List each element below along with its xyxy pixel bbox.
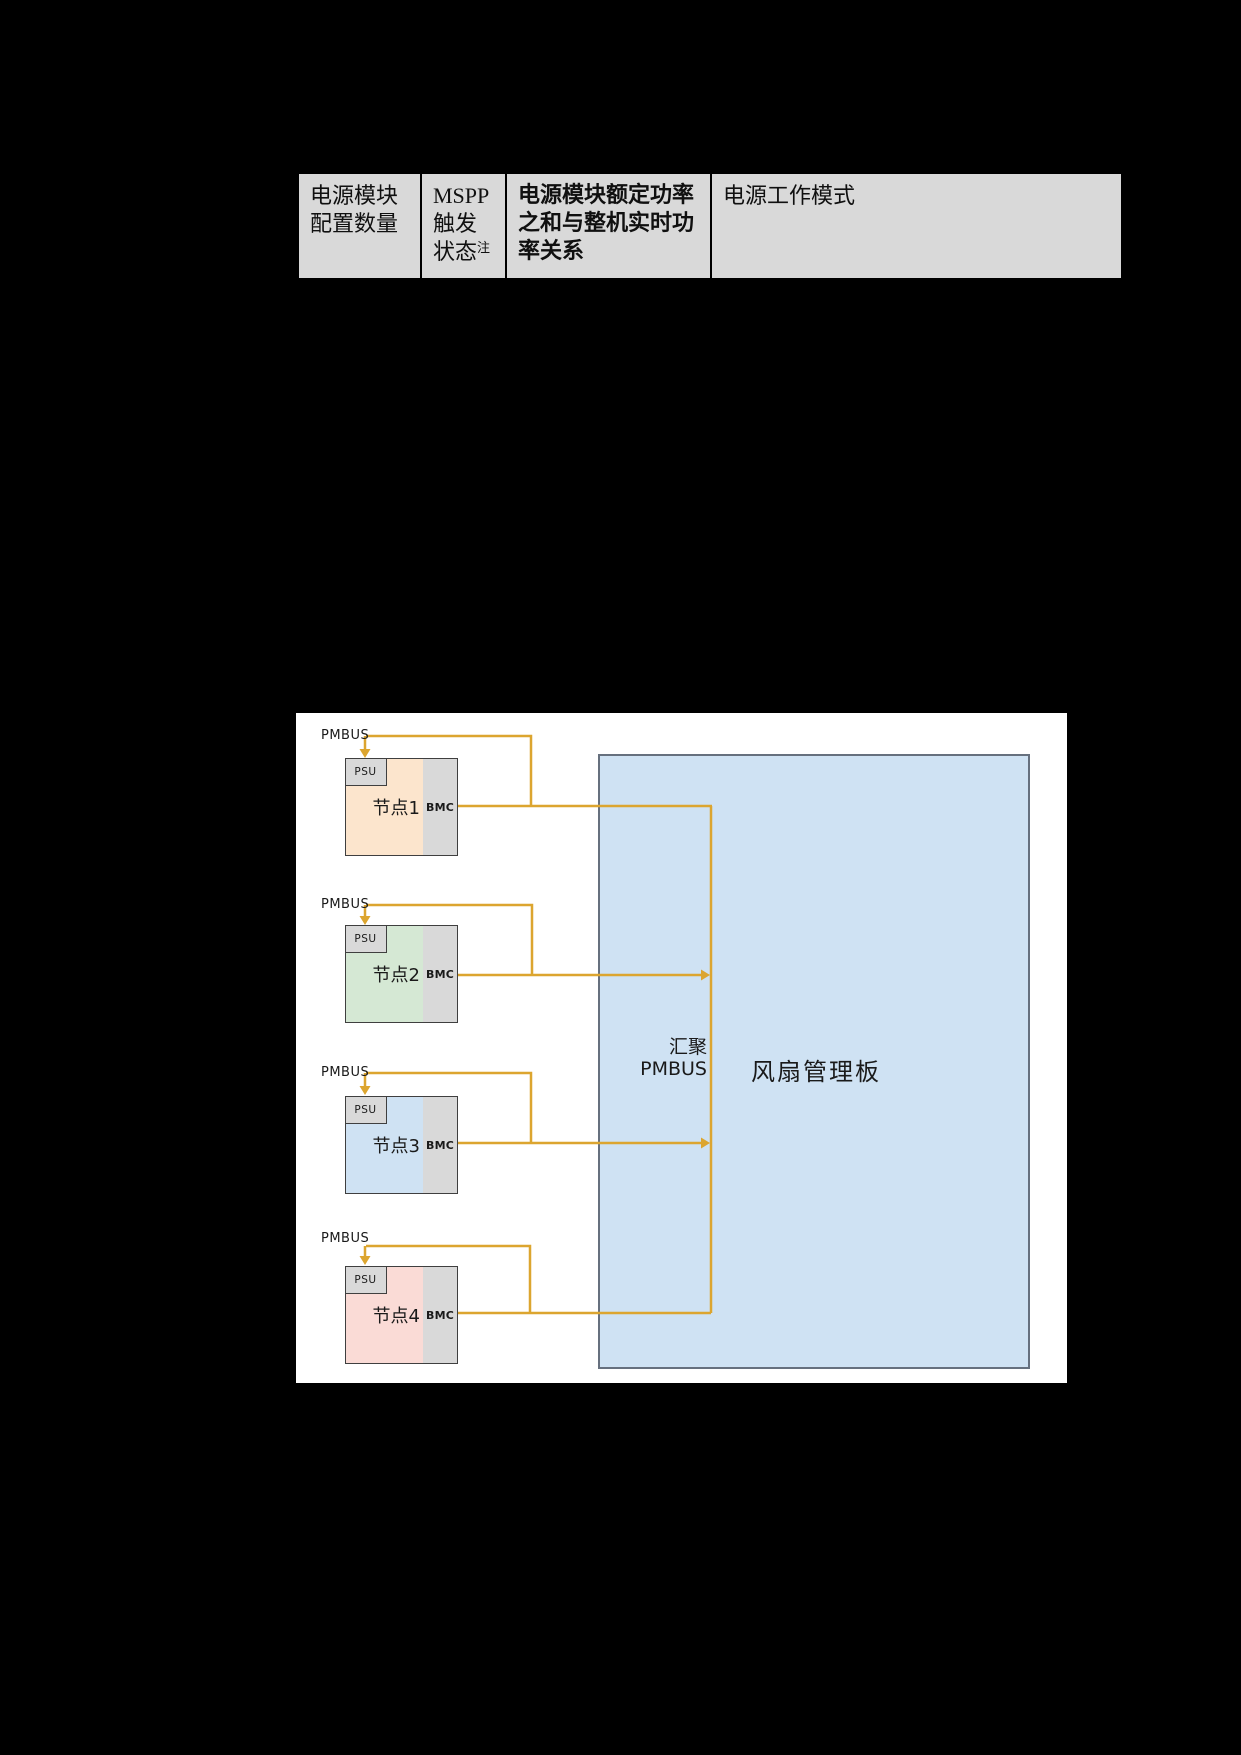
node-2-psu-box: PSU [344, 924, 387, 953]
fan-board-label: 风扇管理板 [751, 1058, 881, 1086]
node-3-bmc-strip: BMC [423, 1097, 457, 1193]
table-text: 电源模块额定功率 [518, 183, 695, 208]
node-3-psu-box: PSU [344, 1095, 387, 1124]
table-text: 触发 [433, 211, 478, 236]
aggregate-pmbus-label-line1: 汇聚 [668, 1036, 707, 1058]
node-4-box: PSU 节点4 BMC [344, 1265, 458, 1364]
node-4-bmc-strip: BMC [423, 1267, 457, 1363]
table-text: 状态注 [433, 239, 491, 264]
node-1-name-label: 节点1 [372, 798, 420, 819]
pmbus-topology-diagram: PMBUS PMBUS PMBUS PMBUS PSU 节点1 BMC PSU … [296, 713, 1067, 1383]
table-text: 之和与整机实时功 [518, 211, 695, 236]
fan-management-board-box [598, 754, 1030, 1369]
node3-pmbus-label: PMBUS [321, 1065, 370, 1080]
node-2-box: PSU 节点2 BMC [344, 924, 458, 1023]
table-text: MSPP [433, 183, 490, 208]
node-1-psu-box: PSU [344, 757, 387, 786]
node-2-bmc-strip: BMC [423, 926, 457, 1022]
node3-psu-arrowhead [359, 1086, 371, 1095]
table-text: 电源模块 [310, 183, 399, 208]
node-1-box: PSU 节点1 BMC [344, 757, 458, 856]
node-4-name-label: 节点4 [372, 1306, 420, 1327]
node1-pmbus-label: PMBUS [321, 728, 370, 743]
table-text: 率关系 [518, 239, 585, 264]
power-supply-mode-table: 电源模块 配置数量 MSPP 触发 状态注 电源模块额定功率 之和与整机实时功 … [297, 172, 1123, 280]
node4-pmbus-label: PMBUS [321, 1231, 370, 1246]
table-col-power-work-mode: 电源工作模式 [710, 174, 1121, 278]
node-4-psu-box: PSU [344, 1265, 387, 1294]
table-col-mspp-trigger-state: MSPP 触发 状态注 [420, 174, 505, 278]
node2-pmbus-label: PMBUS [321, 897, 370, 912]
node4-psu-arrowhead [359, 1256, 371, 1265]
node-3-name-label: 节点3 [372, 1136, 420, 1157]
node-2-name-label: 节点2 [372, 965, 420, 986]
footnote-superscript: 注 [477, 240, 491, 255]
table-col-psu-config-count: 电源模块 配置数量 [299, 174, 420, 278]
node-1-bmc-strip: BMC [423, 759, 457, 855]
table-text: 配置数量 [310, 211, 399, 236]
aggregate-pmbus-label: 汇聚 PMBUS [587, 1036, 707, 1080]
node-3-box: PSU 节点3 BMC [344, 1095, 458, 1194]
table-text: 电源工作模式 [723, 183, 856, 208]
table-col-rated-power-relation: 电源模块额定功率 之和与整机实时功 率关系 [505, 174, 710, 278]
aggregate-pmbus-label-line2: PMBUS [640, 1058, 707, 1080]
